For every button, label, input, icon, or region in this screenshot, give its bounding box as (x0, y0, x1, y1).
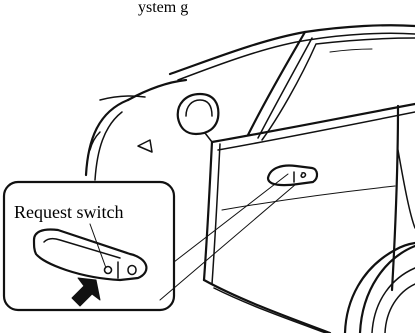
hood-crease (100, 96, 145, 100)
beltline (212, 104, 415, 142)
door-front-edge-inner (212, 144, 220, 284)
callout-box: Request switch (4, 174, 296, 310)
door-rear-edge (392, 106, 398, 290)
mirror-stalk (205, 133, 212, 142)
a-pillar-inner (258, 38, 312, 138)
door-sill (204, 280, 330, 333)
front-fender-arch (86, 100, 128, 175)
rear-wheel-arch (345, 243, 415, 333)
front-fender-inner (95, 112, 122, 180)
roof-inner-line (178, 33, 415, 80)
leader-line-bottom (160, 184, 296, 300)
cropped-caption-text: ystem g (138, 0, 188, 16)
door-handle-car-detail (294, 172, 305, 182)
side-marker (138, 140, 152, 152)
rear-tire-inner (385, 284, 415, 333)
door-handle-car (268, 166, 317, 186)
hood-line (128, 80, 186, 100)
beltline-inner (218, 112, 415, 150)
door-character-line (222, 186, 395, 210)
window-reflection (330, 49, 372, 52)
request-switch-button (105, 267, 112, 274)
side-mirror-inner (186, 100, 212, 116)
rear-quarter-line (398, 150, 415, 228)
leader-line-top (174, 174, 288, 262)
request-switch-label: Request switch (14, 202, 124, 222)
